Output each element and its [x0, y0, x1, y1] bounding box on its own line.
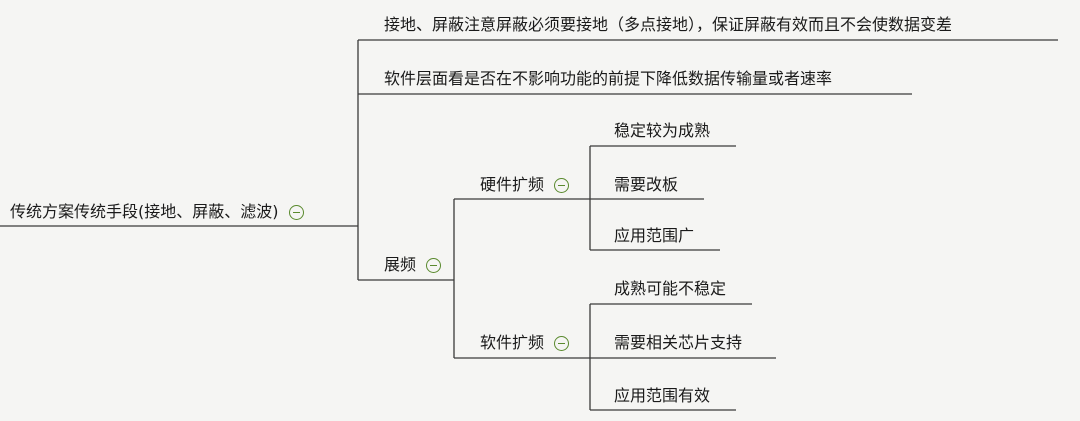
node-label: 展频: [384, 255, 417, 274]
node-grounding-shielding[interactable]: 接地、屏蔽注意屏蔽必须要接地（多点接地），保证屏蔽有效而且不会使数据变差: [384, 14, 952, 36]
leaf-hw-board-change[interactable]: 需要改板: [614, 174, 678, 196]
node-spread-spectrum[interactable]: 展频: [384, 254, 442, 276]
node-label: 成熟可能不稳定: [614, 279, 727, 298]
leaf-hw-stable[interactable]: 稳定较为成熟: [614, 120, 710, 142]
node-label: 硬件扩频: [480, 175, 545, 194]
node-label: 软件层面看是否在不影响功能的前提下降低数据传输量或者速率: [384, 69, 833, 88]
leaf-sw-unstable[interactable]: 成熟可能不稳定: [614, 278, 726, 300]
node-label: 应用范围广: [614, 226, 695, 245]
node-hardware-spread[interactable]: 硬件扩频: [480, 174, 570, 196]
minus-circle-icon[interactable]: [554, 335, 570, 351]
node-label: 需要相关芯片支持: [614, 333, 743, 352]
node-label: 软件扩频: [480, 333, 545, 352]
node-label: 接地、屏蔽注意屏蔽必须要接地（多点接地），保证屏蔽有效而且不会使数据变差: [384, 15, 953, 34]
node-software-layer[interactable]: 软件层面看是否在不影响功能的前提下降低数据传输量或者速率: [384, 68, 832, 90]
minus-circle-icon[interactable]: [288, 204, 304, 220]
minus-circle-icon[interactable]: [554, 177, 570, 193]
leaf-sw-effective-range[interactable]: 应用范围有效: [614, 385, 710, 407]
node-software-spread[interactable]: 软件扩频: [480, 332, 570, 354]
leaf-sw-chip-support[interactable]: 需要相关芯片支持: [614, 332, 742, 354]
node-label: 需要改板: [614, 175, 679, 194]
minus-circle-icon[interactable]: [426, 257, 442, 273]
root-label: 传统方案传统手段(接地、屏蔽、滤波): [10, 202, 279, 221]
node-label: 应用范围有效: [614, 386, 711, 405]
node-label: 稳定较为成熟: [614, 121, 711, 140]
root-node[interactable]: 传统方案传统手段(接地、屏蔽、滤波): [10, 201, 304, 223]
leaf-hw-wide-range[interactable]: 应用范围广: [614, 225, 694, 247]
